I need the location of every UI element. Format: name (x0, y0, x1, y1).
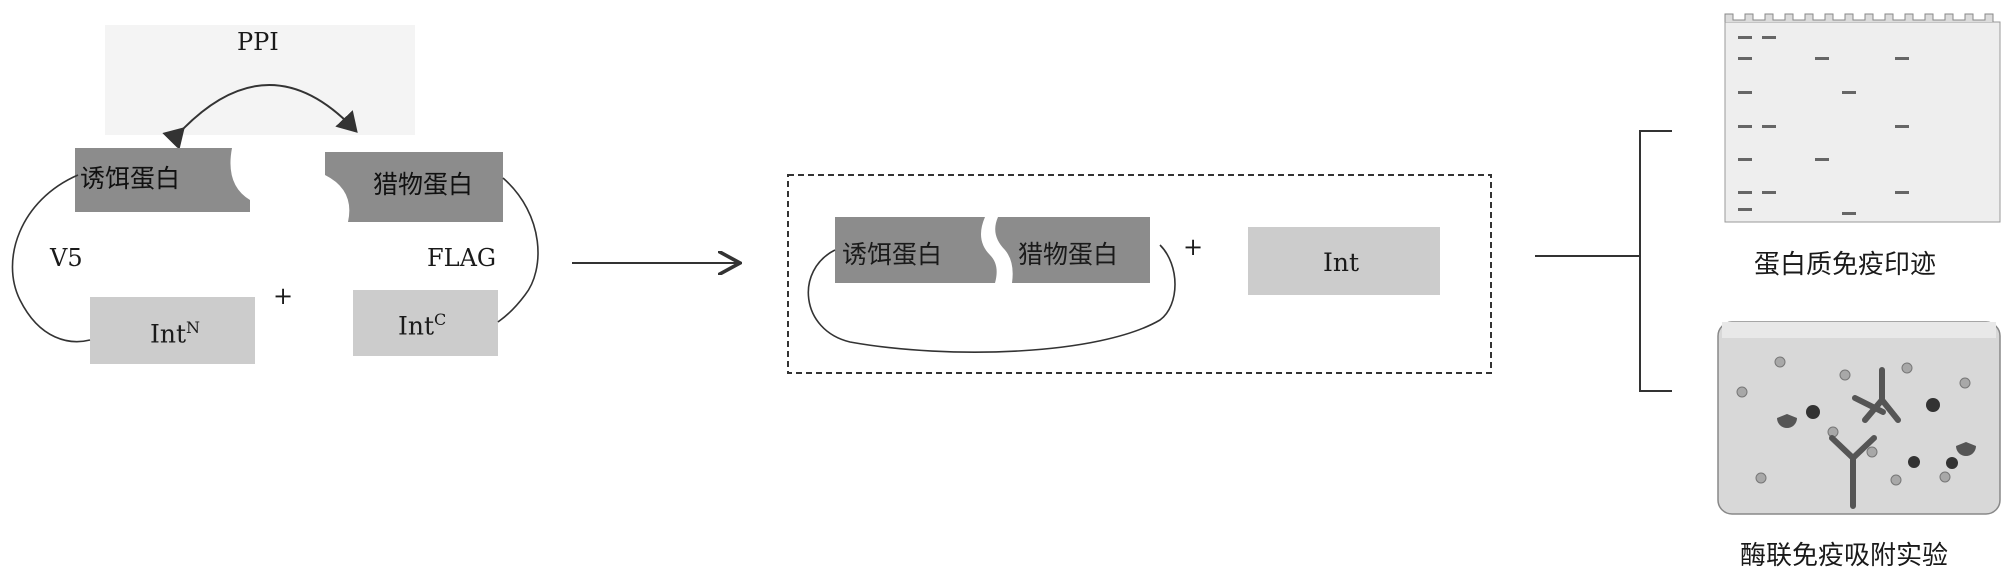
western-blot-label: 蛋白质免疫印迹 (1754, 250, 1937, 280)
elisa-label: 酶联免疫吸附实验 (1740, 541, 1949, 571)
fused-prey-shape (995, 217, 1150, 283)
western-blot-icon (1724, 13, 2001, 223)
intN-box (90, 297, 255, 364)
intN-label: IntN (150, 318, 201, 349)
bait-label: 诱饵蛋白 (80, 164, 181, 193)
complex-dashed-box (787, 174, 1492, 374)
intN-sup: N (186, 318, 201, 337)
plus-sign-middle: + (1183, 233, 1204, 261)
elisa-icon (1717, 321, 2001, 515)
fused-bait-label: 诱饵蛋白 (842, 240, 943, 269)
v5-linker (11, 174, 91, 343)
flag-linker (497, 177, 539, 323)
intC-sup: C (434, 310, 447, 329)
intN-base: Int (150, 319, 187, 349)
bait-protein-shape (75, 148, 250, 212)
fused-prey-label: 猎物蛋白 (1018, 240, 1119, 269)
fused-bait-shape (835, 217, 997, 283)
intC-label: IntC (398, 310, 447, 341)
prey-protein-shape (325, 152, 503, 222)
ppi-label: PPI (237, 28, 279, 56)
fused-linker (807, 244, 1176, 353)
int-label: Int (1323, 248, 1360, 277)
int-box (1248, 227, 1440, 295)
prey-label: 猎物蛋白 (373, 170, 474, 199)
plus-sign-left: + (273, 282, 294, 310)
intC-base: Int (398, 311, 435, 341)
v5-label: V5 (50, 244, 83, 272)
intC-box (353, 290, 498, 356)
flag-label: FLAG (427, 244, 497, 272)
ppi-double-arrow (162, 84, 358, 150)
